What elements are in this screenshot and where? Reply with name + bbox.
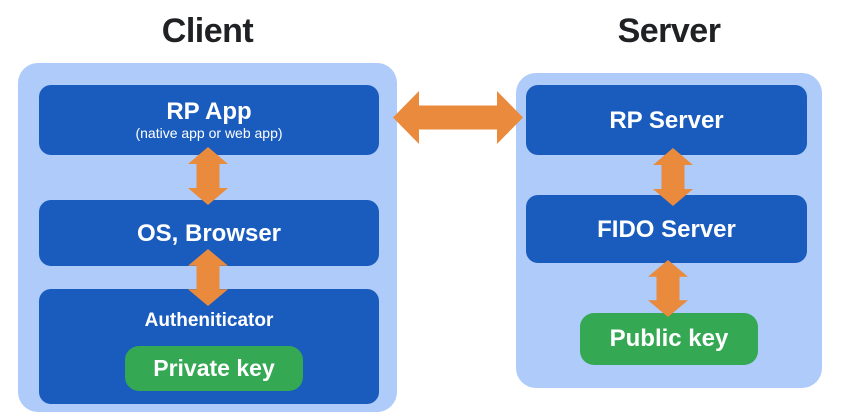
fido-server-box: FIDO Server [526,195,807,263]
rp-fido-arrow-icon [653,148,693,206]
client-group: RP App (native app or web app) OS, Brows… [18,63,397,412]
rp-server-label: RP Server [609,106,724,134]
rp-server-box: RP Server [526,85,807,155]
rp-app-label: RP App [166,98,252,125]
private-key-box: Private key [125,346,303,391]
server-group: RP Server FIDO Server Public key [516,73,822,388]
os-authenticator-arrow-icon [188,249,228,306]
fido-publickey-arrow-icon [648,260,688,317]
authenticator-label: Autheniticator [144,310,274,331]
server-title: Server [617,12,721,50]
rp-app-sublabel: (native app or web app) [135,125,283,141]
authenticator-box: Autheniticator Private key [39,289,379,404]
rp-app-os-arrow-icon [188,147,228,205]
client-server-arrow-icon [393,91,523,144]
public-key-box: Public key [580,313,758,365]
rp-app-box: RP App (native app or web app) [39,85,379,155]
client-title: Client [161,12,254,50]
os-browser-label: OS, Browser [136,219,282,247]
fido-server-label: FIDO Server [597,215,736,243]
